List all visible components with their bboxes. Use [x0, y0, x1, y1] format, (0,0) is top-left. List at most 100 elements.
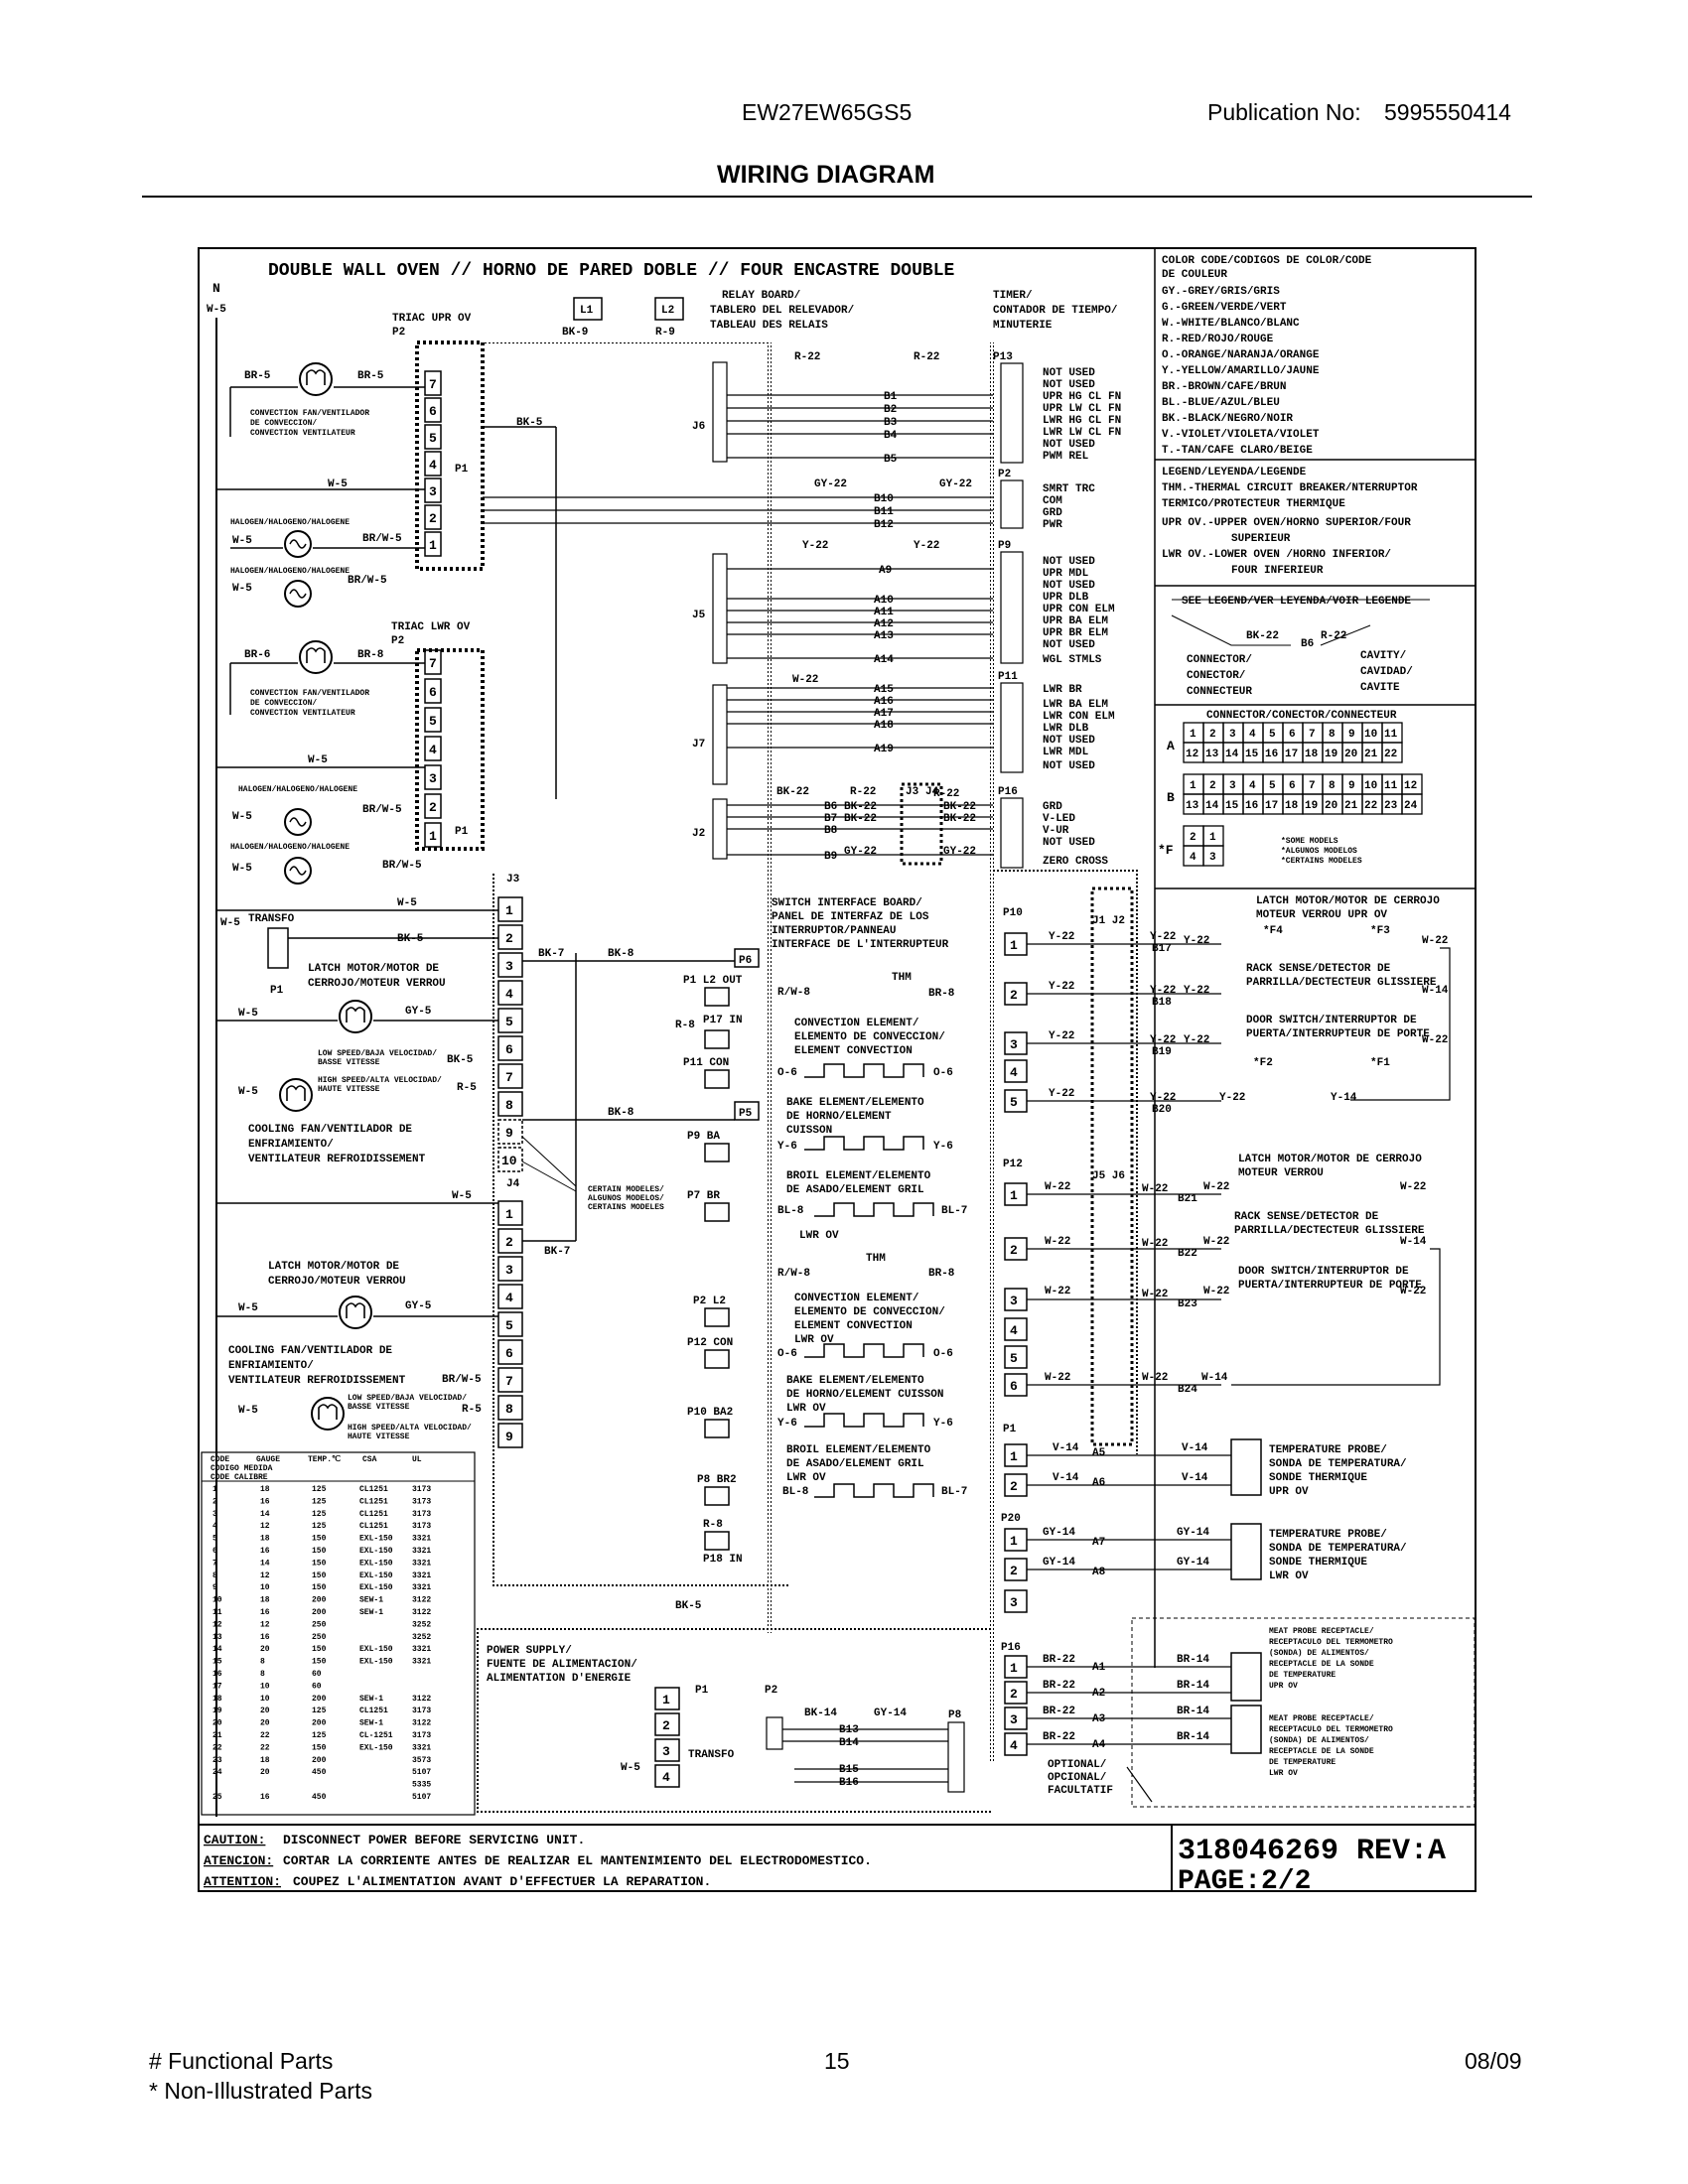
svg-text:SONDE THERMIQUE: SONDE THERMIQUE — [1269, 1557, 1367, 1569]
svg-text:BR-22: BR-22 — [1043, 1680, 1075, 1692]
svg-text:2: 2 — [1010, 988, 1018, 1003]
svg-text:W-5: W-5 — [308, 754, 328, 766]
svg-text:A5: A5 — [1092, 1447, 1106, 1459]
svg-text:2: 2 — [662, 1718, 670, 1733]
svg-text:HALOGEN/HALOGENO/HALOGENE: HALOGEN/HALOGENO/HALOGENE — [230, 567, 350, 576]
gauge-cell: 14 — [260, 1510, 270, 1519]
svg-text:TABLERO DEL RELEVADOR/: TABLERO DEL RELEVADOR/ — [710, 305, 855, 317]
gauge-cell: 24 — [212, 1768, 222, 1777]
svg-text:BK-22: BK-22 — [943, 813, 976, 825]
connector-cell-label: 2 — [1190, 832, 1196, 844]
svg-text:BK-7: BK-7 — [544, 1246, 570, 1258]
halogen-lamp-4 — [284, 857, 312, 885]
gauge-cell: 12 — [260, 1571, 270, 1580]
gauge-cell: 3321 — [412, 1743, 431, 1752]
connector-cell-label: 18 — [1305, 749, 1319, 760]
connector-cell-label: 16 — [1245, 800, 1258, 812]
svg-text:PARRILLA/DECTECTEUR GLISSIERE: PARRILLA/DECTECTEUR GLISSIERE — [1234, 1225, 1425, 1237]
gauge-cell: 8 — [260, 1670, 265, 1679]
svg-text:G.-GREEN/VERDE/VERT: G.-GREEN/VERDE/VERT — [1162, 302, 1287, 314]
latch-motor-lower — [339, 1296, 372, 1329]
svg-text:ALIMENTATION D'ENERGIE: ALIMENTATION D'ENERGIE — [487, 1673, 632, 1685]
svg-text:2: 2 — [1010, 1243, 1018, 1258]
svg-text:Y-22: Y-22 — [1049, 1030, 1074, 1042]
svg-text:B6: B6 — [824, 801, 837, 813]
connector-cell-label: 15 — [1245, 749, 1259, 760]
svg-text:P11 CON: P11 CON — [683, 1057, 729, 1069]
svg-text:HALOGEN/HALOGENO/HALOGENE: HALOGEN/HALOGENO/HALOGENE — [238, 785, 357, 794]
connector-cell-label: 9 — [1348, 729, 1355, 741]
relay-connectors: R-22 R-22 J6 B1 B2 B3 B4 B5 GY-22 GY-22 … — [692, 351, 976, 866]
svg-text:GY-22: GY-22 — [844, 846, 877, 858]
gauge-cell: 150 — [312, 1645, 327, 1654]
svg-text:COUPEZ L'ALIMENTATION AVANT D': COUPEZ L'ALIMENTATION AVANT D'EFFECTUER … — [293, 1874, 711, 1889]
gauge-cell: EXL-150 — [359, 1571, 393, 1580]
svg-text:TIMER/: TIMER/ — [993, 290, 1033, 302]
svg-text:CERTAIN MODELES/: CERTAIN MODELES/ — [588, 1185, 664, 1194]
svg-text:BR-8: BR-8 — [928, 1268, 955, 1280]
gauge-cell: SEW-1 — [359, 1719, 383, 1728]
j4-terminals: J4 1 2 3 4 5 6 7 8 9 — [497, 1178, 523, 1448]
svg-text:P16: P16 — [1001, 1642, 1021, 1654]
gauge-cell: 3122 — [412, 1695, 431, 1704]
svg-text:B23: B23 — [1178, 1298, 1197, 1310]
svg-text:SMRT TRC: SMRT TRC — [1043, 483, 1095, 495]
svg-text:W-5: W-5 — [220, 917, 240, 929]
svg-text:A14: A14 — [874, 654, 894, 666]
model-number: EW27EW65GS5 — [742, 99, 913, 125]
svg-text:BK-22: BK-22 — [776, 786, 809, 798]
gauge-cell: 3321 — [412, 1658, 431, 1667]
svg-text:UPR BA ELM: UPR BA ELM — [1043, 615, 1108, 627]
page-number: 15 — [824, 2048, 850, 2074]
svg-text:BK-5: BK-5 — [516, 417, 543, 429]
connector-cell-label: 15 — [1225, 800, 1239, 812]
svg-text:W-22: W-22 — [1045, 1286, 1070, 1297]
p1-upper-terminals: 7 6 5 4 3 2 1 P1 — [424, 370, 469, 557]
svg-text:3: 3 — [429, 771, 437, 786]
svg-text:W-5: W-5 — [397, 897, 417, 909]
svg-text:BAKE ELEMENT/ELEMENTO: BAKE ELEMENT/ELEMENTO — [786, 1375, 924, 1387]
svg-text:4: 4 — [1010, 1738, 1018, 1753]
gauge-cell: 5335 — [412, 1781, 431, 1790]
connector-cell-label: 20 — [1344, 749, 1357, 760]
gauge-cell: 3321 — [412, 1559, 431, 1568]
svg-text:COLOR CODE/CODIGOS DE COLOR/CO: COLOR CODE/CODIGOS DE COLOR/CODE — [1162, 255, 1372, 267]
gauge-cell: 3173 — [412, 1497, 431, 1506]
svg-text:DE ASADO/ELEMENT GRIL: DE ASADO/ELEMENT GRIL — [786, 1458, 924, 1470]
svg-text:R-5: R-5 — [462, 1404, 482, 1416]
gauge-cell: 3173 — [412, 1485, 431, 1494]
svg-text:OPTIONAL/: OPTIONAL/ — [1048, 1759, 1107, 1771]
svg-text:R-5: R-5 — [457, 1082, 477, 1094]
svg-text:CODE: CODE — [211, 1455, 229, 1464]
svg-text:W-22: W-22 — [1422, 935, 1448, 947]
svg-text:CONNECTOR/: CONNECTOR/ — [1187, 654, 1252, 666]
svg-text:B21: B21 — [1178, 1193, 1197, 1205]
gauge-cell: 12 — [260, 1522, 270, 1531]
gauge-cell: 2 — [212, 1497, 217, 1506]
svg-text:PANEL DE INTERFAZ DE LOS: PANEL DE INTERFAZ DE LOS — [772, 911, 929, 923]
svg-text:CERTAINS MODELES: CERTAINS MODELES — [588, 1203, 664, 1212]
svg-text:BK-5: BK-5 — [397, 933, 424, 945]
svg-text:P1: P1 — [695, 1685, 709, 1697]
svg-text:T.-TAN/CAFE CLARO/BEIGE: T.-TAN/CAFE CLARO/BEIGE — [1162, 445, 1313, 457]
svg-text:*F4: *F4 — [1263, 925, 1283, 937]
gauge-cell: 125 — [312, 1497, 327, 1506]
gauge-cell: 200 — [312, 1695, 327, 1704]
svg-text:ELEMENTO DE CONVECCION/: ELEMENTO DE CONVECCION/ — [794, 1031, 945, 1043]
svg-text:4: 4 — [505, 1291, 513, 1305]
p1-lower-connector — [415, 648, 485, 851]
svg-text:UPR DLB: UPR DLB — [1043, 592, 1089, 604]
meat-probe-lower: BR-14 BR-14 MEAT PROBE RECEPTACLE/ RECEP… — [1177, 1705, 1393, 1778]
svg-text:CONVECTION VENTILATEUR: CONVECTION VENTILATEUR — [250, 429, 355, 438]
svg-text:W-5: W-5 — [232, 583, 252, 595]
svg-text:4: 4 — [662, 1770, 670, 1785]
svg-text:P2: P2 — [391, 635, 404, 647]
svg-text:A9: A9 — [879, 565, 892, 577]
svg-text:P11: P11 — [998, 671, 1018, 683]
gauge-cell: 3321 — [412, 1645, 431, 1654]
gauge-cell: CL-1251 — [359, 1731, 393, 1740]
svg-text:A1: A1 — [1092, 1662, 1106, 1674]
svg-text:UPR OV: UPR OV — [1269, 1486, 1309, 1498]
gauge-cell: CL1251 — [359, 1485, 388, 1494]
